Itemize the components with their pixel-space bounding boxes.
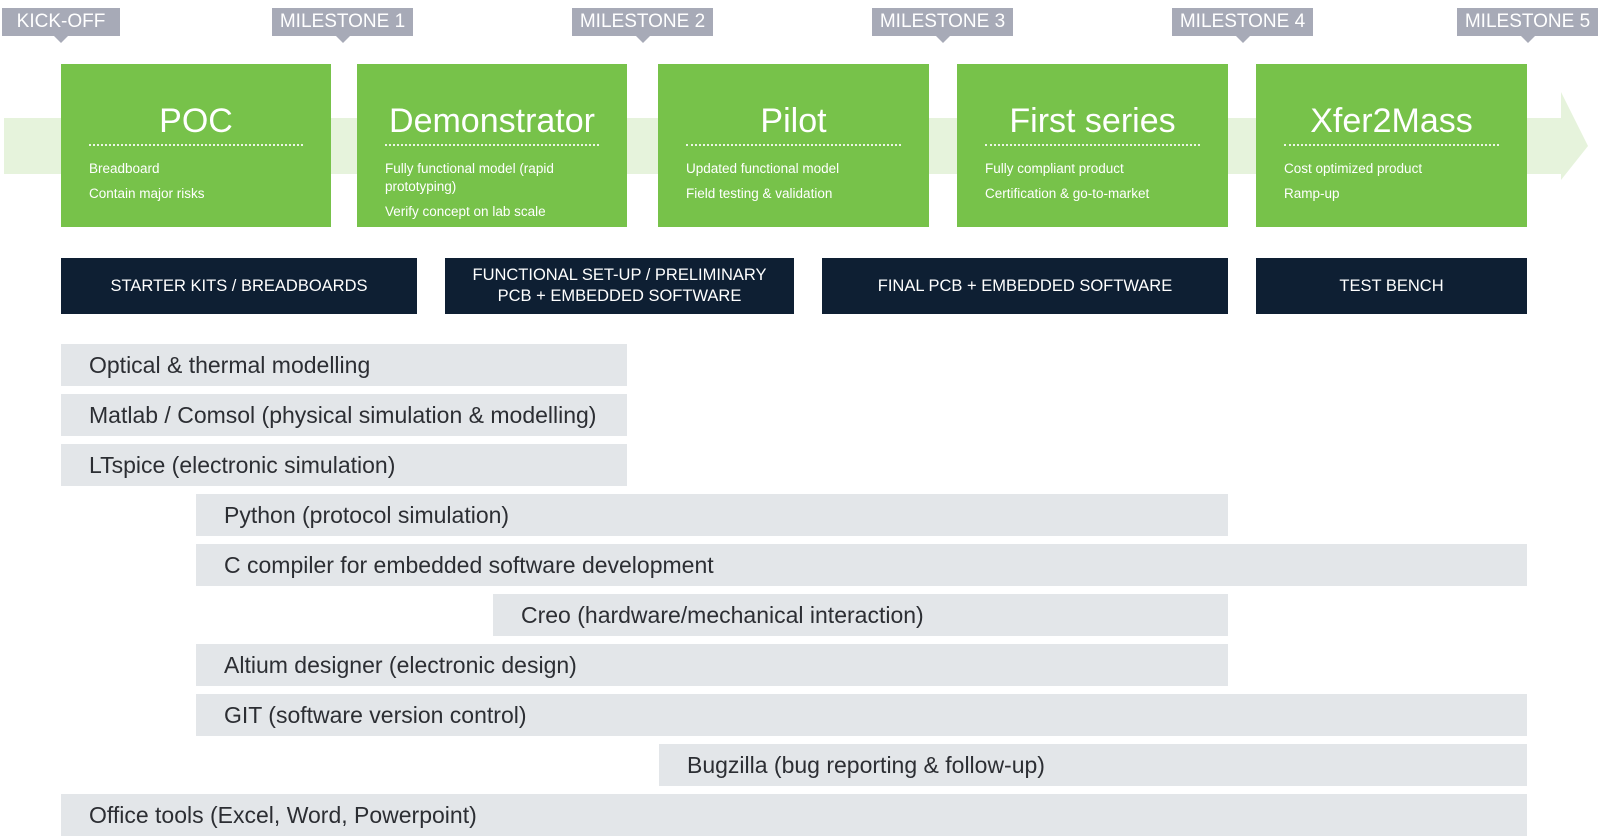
milestone-4: MILESTONE 4 [1172, 8, 1313, 43]
deliverable-label: FUNCTIONAL SET-UP / PRELIMINARY PCB + EM… [472, 266, 767, 305]
phase-description: Verify concept on lab scale [385, 204, 546, 219]
tool-label: Bugzilla (bug reporting & follow-up) [687, 752, 1045, 778]
phase-demonstrator: Demonstrator Fully functional model (rap… [357, 64, 627, 227]
tool-bar-ltspice: LTspice (electronic simulation) [61, 444, 627, 486]
phase-description: Breadboard [89, 161, 160, 176]
tool-label: LTspice (electronic simulation) [89, 452, 396, 478]
phase-divider [985, 144, 1200, 146]
deliverable-test-bench: TEST BENCH [1256, 258, 1527, 314]
milestone-3: MILESTONE 3 [872, 8, 1013, 43]
tool-label: Matlab / Comsol (physical simulation & m… [89, 402, 597, 428]
phase-title: Xfer2Mass [1310, 102, 1473, 140]
deliverable-label: STARTER KITS / BREADBOARDS [110, 276, 368, 295]
phase-description: Fully compliant product [985, 161, 1124, 176]
phase-first-series: First series Fully compliant product Cer… [957, 64, 1228, 227]
tool-bar-git: GIT (software version control) [196, 694, 1527, 736]
tool-label: Office tools (Excel, Word, Powerpoint) [89, 802, 477, 828]
tool-label: Creo (hardware/mechanical interaction) [521, 602, 924, 628]
phase-divider [385, 144, 599, 146]
tool-bar-altium: Altium designer (electronic design) [196, 644, 1228, 686]
phase-divider [89, 144, 303, 146]
phase-description: Cost optimized product [1284, 161, 1423, 176]
tool-bar-office-tools: Office tools (Excel, Word, Powerpoint) [61, 794, 1527, 836]
phase-divider [686, 144, 901, 146]
tool-label: Python (protocol simulation) [224, 502, 510, 528]
phase-description: Contain major risks [89, 186, 205, 201]
phase-description: Field testing & validation [686, 186, 833, 201]
tool-label: C compiler for embedded software develop… [224, 552, 714, 578]
tool-bar-matlab-comsol: Matlab / Comsol (physical simulation & m… [61, 394, 627, 436]
phase-description: Updated functional model [686, 161, 840, 176]
deliverable-functional-setup: FUNCTIONAL SET-UP / PRELIMINARY PCB + EM… [445, 258, 794, 314]
milestone-5: MILESTONE 5 [1457, 8, 1598, 43]
phase-title: First series [1009, 102, 1176, 140]
tool-bar-optical-thermal: Optical & thermal modelling [61, 344, 627, 386]
phase-pilot: Pilot Updated functional model Field tes… [658, 64, 929, 227]
tool-bar-bugzilla: Bugzilla (bug reporting & follow-up) [659, 744, 1527, 786]
phase-poc: POC Breadboard Contain major risks [61, 64, 331, 227]
phase-description: Certification & go-to-market [985, 186, 1150, 201]
milestone-kick-off: KICK-OFF [2, 8, 120, 43]
deliverable-starter-kits: STARTER KITS / BREADBOARDS [61, 258, 417, 314]
tool-bar-creo: Creo (hardware/mechanical interaction) [493, 594, 1228, 636]
tool-bar-python: Python (protocol simulation) [196, 494, 1228, 536]
phase-title: POC [159, 102, 233, 140]
phase-divider [1284, 144, 1499, 146]
tool-label: GIT (software version control) [224, 702, 527, 728]
tool-label: Altium designer (electronic design) [224, 652, 577, 678]
milestone-2: MILESTONE 2 [572, 8, 713, 43]
deliverable-final-pcb: FINAL PCB + EMBEDDED SOFTWARE [822, 258, 1228, 314]
milestone-1: MILESTONE 1 [272, 8, 413, 43]
phase-title: Pilot [760, 102, 827, 140]
deliverable-label: TEST BENCH [1339, 276, 1444, 295]
phase-title: Demonstrator [389, 102, 595, 140]
phase-description: Ramp-up [1284, 186, 1340, 201]
tool-label: Optical & thermal modelling [89, 352, 371, 378]
phase-description: Fully functional model (rapid prototypin… [385, 161, 554, 194]
tool-bar-c-compiler: C compiler for embedded software develop… [196, 544, 1527, 586]
deliverable-label: FINAL PCB + EMBEDDED SOFTWARE [877, 276, 1173, 295]
phase-xfer2mass: Xfer2Mass Cost optimized product Ramp-up [1256, 64, 1527, 227]
